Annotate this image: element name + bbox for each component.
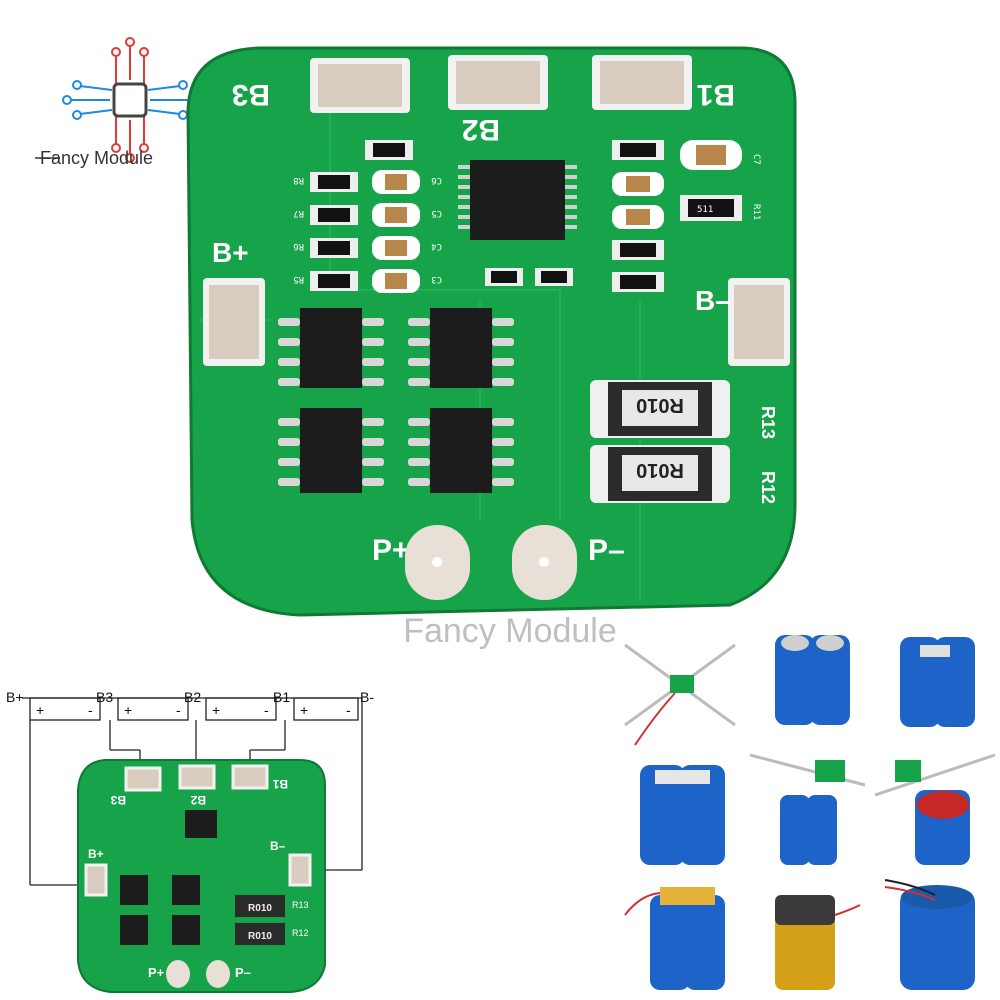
- wiring-diagram: B+ B3 B2 B1 B- + - + - + - + - R010 R010…: [6, 689, 374, 993]
- main-pcb-photo: B3 B2 B1 B+ B– P+ P–: [186, 46, 797, 617]
- svg-text:-: -: [88, 702, 93, 718]
- svg-text:B3: B3: [96, 689, 113, 705]
- svg-text:B3: B3: [110, 793, 126, 807]
- svg-text:B+: B+: [88, 847, 104, 861]
- label-b-minus: B–: [695, 285, 731, 316]
- svg-text:P–: P–: [235, 965, 251, 980]
- svg-text:R11: R11: [751, 204, 761, 220]
- svg-text:B2: B2: [184, 689, 201, 705]
- watermark-text: Fancy Module: [403, 612, 617, 650]
- svg-text:R010: R010: [248, 903, 272, 914]
- svg-text:B+: B+: [6, 689, 24, 705]
- pad-p-plus: [405, 525, 470, 600]
- svg-text:C5: C5: [431, 208, 442, 218]
- svg-text:R8: R8: [293, 175, 304, 185]
- svg-text:+: +: [300, 702, 308, 718]
- label-r13: R13: [758, 406, 778, 439]
- svg-text:+: +: [124, 702, 132, 718]
- shunt-resistor-r13: R010: [590, 380, 730, 438]
- mosfet-array: [278, 308, 514, 493]
- pad-b2: [448, 55, 548, 110]
- svg-text:C7: C7: [751, 154, 761, 165]
- svg-text:B–: B–: [270, 839, 286, 853]
- smd-right-column: [612, 140, 742, 292]
- svg-text:R010: R010: [636, 459, 684, 481]
- svg-text:C6: C6: [431, 175, 442, 185]
- svg-text:R12: R12: [292, 928, 309, 938]
- svg-text:C3: C3: [431, 274, 442, 284]
- svg-text:R010: R010: [248, 931, 272, 942]
- pad-p-minus: [512, 525, 577, 600]
- brand-logo: [35, 37, 225, 163]
- svg-text:R13: R13: [292, 900, 309, 910]
- small-pcb-photo: R010 R010 P+ P– B+ B– B3 B2 B1 R13 R12: [77, 759, 326, 993]
- svg-text:B1: B1: [273, 689, 290, 705]
- smd-small-row: [365, 140, 573, 286]
- svg-text:B1: B1: [272, 777, 288, 791]
- battery-photo-1: [624, 643, 736, 746]
- svg-text:+: +: [212, 702, 220, 718]
- smd-capacitor-column: [372, 170, 420, 293]
- pad-b1: [592, 55, 692, 110]
- svg-text:R010: R010: [636, 394, 684, 416]
- svg-text:511: 511: [697, 205, 713, 215]
- svg-text:B-: B-: [360, 689, 374, 705]
- svg-text:-: -: [346, 702, 351, 718]
- svg-text:+: +: [36, 702, 44, 718]
- label-b1: B1: [697, 78, 735, 111]
- svg-text:R5: R5: [293, 274, 304, 284]
- pad-b3: [310, 58, 410, 113]
- shunt-resistor-r12: R010: [590, 445, 730, 503]
- smd-labels: R8 R7 R6 R5 C6 C5 C4 C3 C7 R11 511: [293, 154, 761, 284]
- battery-photo-6: [874, 753, 996, 865]
- battery-photo-8: [775, 895, 861, 990]
- battery-photo-2: [775, 635, 850, 725]
- protection-ic: [458, 160, 577, 240]
- brand-name: Fancy Module: [40, 148, 154, 168]
- smd-resistor-column-left: [310, 172, 358, 291]
- svg-text:P+: P+: [148, 965, 165, 980]
- label-p-minus: P–: [588, 534, 625, 567]
- circuit-logo-icon: [62, 37, 198, 163]
- battery-photo-3: [900, 637, 975, 727]
- battery-pack-gallery: [624, 635, 996, 990]
- svg-text:R7: R7: [293, 208, 304, 218]
- battery-photo-7: [624, 887, 725, 990]
- label-b-plus: B+: [212, 237, 249, 268]
- label-b3: B3: [232, 78, 270, 111]
- battery-photo-9: [884, 879, 975, 990]
- svg-text:R6: R6: [293, 241, 304, 251]
- svg-text:-: -: [264, 702, 269, 718]
- pad-b-plus: [203, 278, 265, 366]
- svg-text:B2: B2: [190, 793, 206, 807]
- label-r12: R12: [758, 471, 778, 504]
- label-p-plus: P+: [372, 534, 410, 567]
- label-b2: B2: [462, 113, 500, 146]
- battery-photo-4: [640, 765, 725, 865]
- pad-b-minus: [728, 278, 790, 366]
- svg-text:C4: C4: [431, 241, 442, 251]
- battery-photo-5: [749, 753, 866, 865]
- svg-text:-: -: [176, 702, 181, 718]
